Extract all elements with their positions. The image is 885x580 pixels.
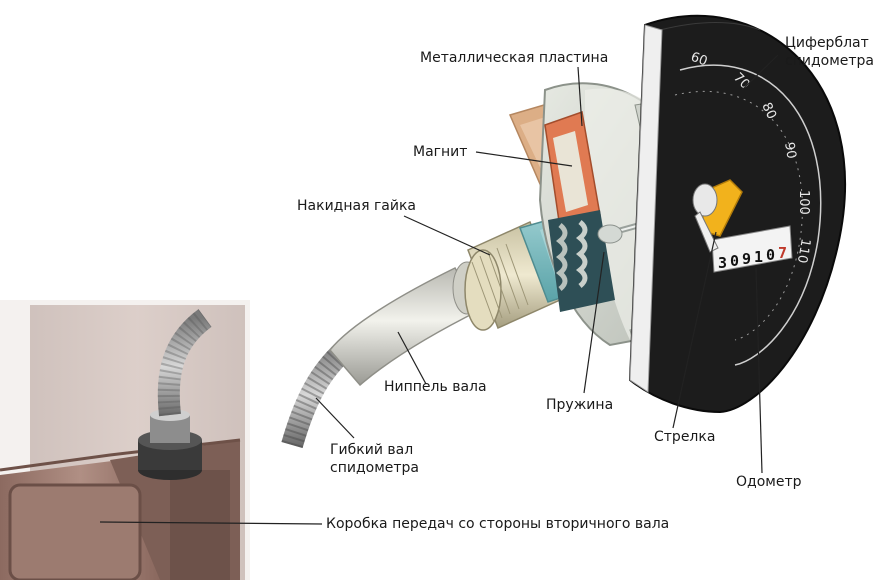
leader-line-odometer — [755, 267, 763, 474]
speedometer-dial: 60 70 80 90 100 110 — [628, 14, 846, 414]
leader-line-dial — [741, 54, 779, 91]
dial-number: 110 — [794, 237, 813, 264]
label-shaft-nipple: Ниппель вала — [384, 379, 487, 395]
label-union-nut: Накидная гайка — [297, 198, 417, 214]
leader-line-nipple — [397, 331, 427, 385]
spring-illustration — [548, 202, 713, 312]
label-flex-shaft: Гибкий вал спидометра — [330, 442, 419, 476]
label-spring: Пружина — [546, 397, 614, 413]
leader-lines — [99, 54, 779, 525]
label-odometer: Одометр — [736, 474, 802, 490]
nipple-illustration — [329, 261, 482, 387]
gearbox-illustration — [0, 300, 250, 580]
dial-scale-numbers: 60 70 80 90 100 110 — [689, 50, 813, 265]
label-gearbox: Коробка передач со стороны вторичного ва… — [326, 516, 670, 532]
leader-line-gearbox — [99, 521, 323, 525]
leader-line-flex-shaft — [315, 397, 355, 439]
leader-line-plate — [577, 66, 583, 127]
leader-line-magnet — [475, 151, 573, 167]
odometer-digit: 0 — [766, 246, 775, 264]
label-speedometer-dial: Циферблат спидометра — [785, 35, 874, 69]
label-metal-plate: Металлическая пластина — [420, 50, 609, 66]
leader-line-spring — [583, 251, 605, 394]
odometer-digit: 0 — [730, 252, 739, 270]
leader-line-needle — [672, 231, 717, 429]
odometer-digit: 1 — [754, 248, 763, 266]
dial-number: 80 — [758, 100, 779, 121]
odometer-digit: 3 — [718, 254, 727, 272]
magnet-illustration — [544, 110, 601, 229]
dial-number: 60 — [689, 50, 710, 70]
odometer-digit: 7 — [778, 244, 787, 262]
label-needle: Стрелка — [654, 429, 716, 445]
leader-line-nut — [403, 215, 491, 256]
odometer-window: 3 0 9 1 0 7 — [711, 225, 793, 273]
dial-number: 100 — [796, 190, 811, 215]
needle-illustration — [692, 179, 743, 253]
label-magnet: Магнит — [413, 144, 468, 160]
odometer-digit: 9 — [742, 250, 751, 268]
dial-number: 90 — [781, 141, 799, 160]
